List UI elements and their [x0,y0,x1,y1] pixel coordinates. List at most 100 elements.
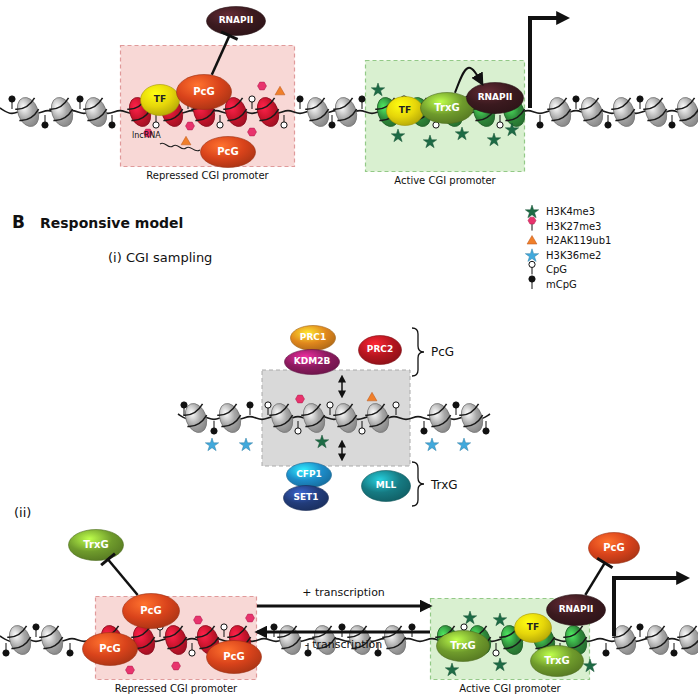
group-brace [412,462,424,506]
graphic-part [332,98,355,111]
graphic-part [276,626,299,639]
cpg-lollipop [271,624,277,637]
nucleosome [215,400,246,436]
graphic-part [330,408,331,415]
cpg-lollipop [3,643,9,656]
protein-name: PcG [193,87,214,98]
graphic-part [674,98,697,111]
oval-text-box: PcG [176,74,232,110]
histone-mark-star [315,435,328,448]
sampling-region [262,370,410,466]
graphic-part [678,109,698,122]
graphic-part [300,404,323,417]
graphic-part [186,415,209,428]
inhibition-line [108,559,138,595]
graphic-part [308,109,331,122]
graphic-part [393,402,399,408]
graphic-part [271,624,277,630]
protein-oval: PcG [122,593,180,629]
graphic-part [342,630,343,637]
graphic-part [267,400,296,435]
promoter-fill [366,61,525,172]
nucleosome [275,622,306,658]
annotation-label: (i) CGI sampling [108,250,212,265]
graphic-part [578,98,601,111]
graphic-part [674,643,675,650]
graphic-part [643,622,672,657]
graphic-part [211,428,217,434]
protein-oval: TrxG [68,529,124,561]
oval-fill [437,631,490,662]
graphic-part [220,115,221,122]
graphic-part [14,98,37,111]
graphic-part [339,624,345,630]
graphic-part [12,102,13,109]
graphic-part [529,261,535,267]
graphic-part [486,421,487,428]
oval-fill [547,595,606,626]
graphic-part [284,115,285,122]
graphic-part [614,109,637,122]
protein-oval: TrxG [436,630,490,662]
graphic-part [220,415,243,428]
graphic-part [332,404,355,417]
protein-oval: KDM2B [284,349,340,375]
graphic-part [13,94,42,129]
graphic-part [672,115,673,122]
oval-text-box: TrxG [530,645,584,677]
chromatin-fiber [0,94,698,130]
annotation-label: Responsive model [40,215,183,231]
graphic-part [112,115,113,122]
protein-name: RNAPII [559,605,594,614]
graphic-part [346,626,369,639]
graphic-part [281,122,287,128]
graphic-part [217,122,223,128]
oval-text-box: RNAPII [206,6,266,36]
oval-fill [515,614,552,643]
graphic-part [268,408,269,415]
graphic-part [52,109,75,122]
cpg-lollipop [393,402,399,415]
oval-fill [201,137,256,168]
oval-text-box: RNAPII [546,594,606,626]
graphic-part [336,109,359,122]
oval-fill [207,7,266,36]
edge-group [257,606,430,607]
graphic-part [608,115,609,122]
transcription-arrow [530,18,566,108]
nucleosome [81,94,112,130]
graphic-part [331,400,360,435]
graphic-part [189,650,195,656]
graphic-part [42,122,48,128]
protein-oval: PcG [82,632,138,666]
graphic-part [640,630,641,637]
graphic-part [166,637,189,650]
graphic-part [331,94,360,129]
graphic-part [610,98,633,111]
oval-text-box: TF [514,613,552,643]
protein-name: TrxG [434,103,459,114]
graphic-part [644,626,667,639]
graphic-part [280,637,303,650]
graphic-part [9,96,15,102]
graphic-part [184,408,185,415]
graphic-part [605,122,611,128]
graphic-part [606,643,607,650]
cpg-lollipop [669,115,675,128]
graphic-part [33,624,39,630]
protein-name: MLL [376,481,396,490]
nucleosome [13,94,44,130]
graphic-part [67,650,73,656]
protein-oval: PRC2 [358,335,402,365]
graphic-part [430,415,453,428]
oval-fill [177,75,232,110]
graphic-part [637,96,643,102]
graphic-part [221,624,227,630]
protein-name: PcG [223,652,244,663]
graphic-part [3,650,9,656]
graphic-part [252,102,253,109]
promoter-fill [121,46,295,167]
cpg-lollipop [603,643,609,656]
oval-fill [285,350,340,375]
